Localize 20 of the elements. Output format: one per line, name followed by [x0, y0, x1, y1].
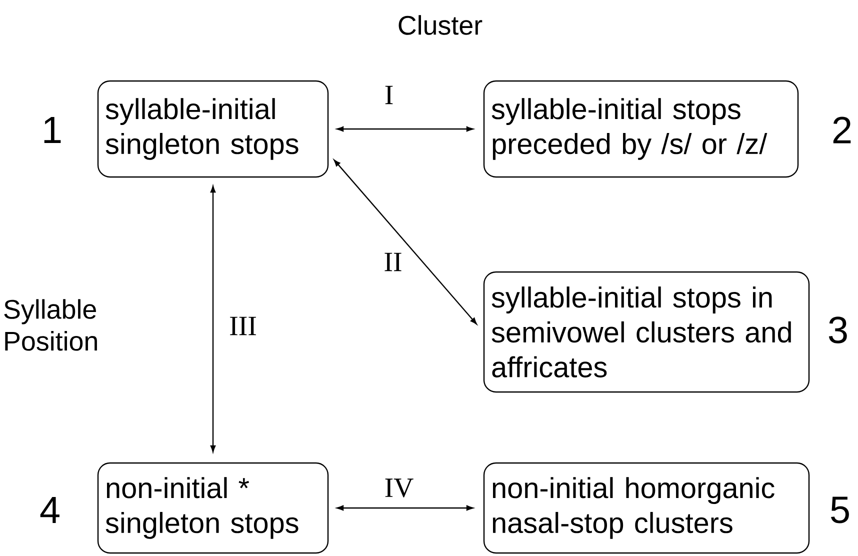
node-number: 3 — [828, 316, 847, 344]
axis-label: Syllable Position — [4, 299, 97, 351]
process-box: syllable-initial stops preceded by /s/ or /z/ — [483, 80, 799, 178]
process-box: syllable-initial singleton stops — [97, 80, 329, 178]
edge-label: I — [382, 84, 396, 106]
node-number: 2 — [833, 116, 851, 144]
node-number: 1 — [44, 116, 61, 143]
process-box: non-initial homorganic nasal-stop clusters — [483, 462, 810, 554]
edge-label: II — [382, 250, 404, 274]
node-number: 4 — [40, 496, 60, 523]
arrow — [336, 126, 474, 132]
arrow — [334, 160, 477, 324]
arrow — [336, 505, 474, 511]
node-number: 5 — [831, 496, 849, 524]
arrow — [210, 186, 216, 452]
edge-label: IV — [382, 476, 416, 500]
process-box: syllable-initial stops in semivowel clusters and affricates — [483, 271, 810, 393]
axis-label: Cluster — [398, 15, 482, 35]
process-box: non-initial * singleton stops — [97, 462, 329, 554]
edge-label: III — [227, 314, 259, 338]
